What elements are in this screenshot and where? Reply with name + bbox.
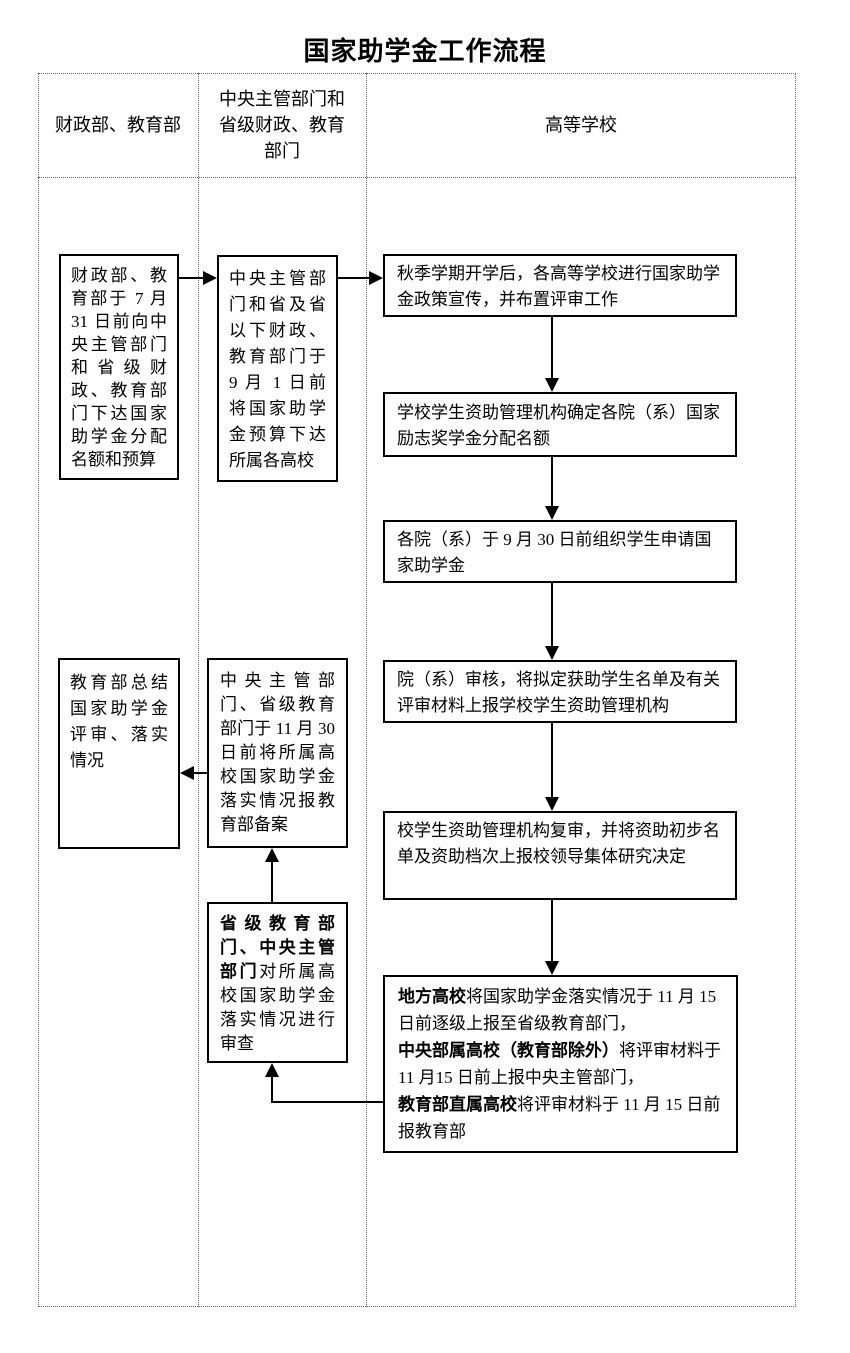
box-central-provincial-budget: 中央主管部门和省及省以下财政、教育部门于 9 月 1 日前将国家助学金预算下达所…: [217, 255, 338, 482]
box-file-with-moe: 中央主管部门、省级教育部门于 11 月 30 日前将所属高校国家助学金落实情况报…: [207, 658, 348, 848]
box-school-recheck: 校学生资助管理机构复审，并将资助初步名单及资助档次上报校领导集体研究决定: [383, 811, 737, 900]
box-policy-publicity: 秋季学期开学后，各高等学校进行国家助学金政策宣传，并布置评审工作: [383, 254, 737, 317]
box-text: 院（系）审核，将拟定获助学生名单及有关评审材料上报学校学生资助管理机构: [397, 670, 720, 715]
box-determine-quota: 学校学生资助管理机构确定各院（系）国家励志奖学金分配名额: [383, 392, 737, 457]
box-paragraph: 教育部直属高校将评审材料于 11 月 15 日前报教育部: [398, 1091, 723, 1145]
box-text-bold: 省级教育部门、中央主管部门: [220, 914, 335, 981]
lane-header-central-provincial: 中央主管部门和省级财政、教育部门: [198, 73, 366, 177]
swimlane-frame: [38, 73, 796, 1307]
lane-header-label: 财政部、教育部: [55, 115, 181, 135]
box-text: 将国家助学金落实情况于 11 月 15 日前逐级上报至省级教育部门，: [398, 987, 717, 1033]
box-student-application: 各院（系）于 9 月 30 日前组织学生申请国家助学金: [383, 520, 737, 583]
box-report-implementation: 地方高校将国家助学金落实情况于 11 月 15 日前逐级上报至省级教育部门， 中…: [383, 975, 738, 1153]
box-text: 秋季学期开学后，各高等学校进行国家助学金政策宣传，并布置评审工作: [397, 264, 720, 309]
box-text-bold: 地方高校: [398, 987, 466, 1006]
lane-divider-1: [198, 73, 199, 1307]
box-review-implementation: 省级教育部门、中央主管部门对所属高校国家助学金落实情况进行审查: [207, 902, 348, 1063]
lane-header-universities: 高等学校: [366, 73, 796, 177]
box-paragraph: 中央部属高校（教育部除外）将评审材料于11 月15 日前上报中央主管部门，: [398, 1037, 723, 1091]
box-moe-summary: 教育部总结国家助学金评审、落实情况: [58, 658, 180, 849]
box-text: 校学生资助管理机构复审，并将资助初步名单及资助档次上报校领导集体研究决定: [397, 821, 720, 866]
header-row-divider: [38, 177, 796, 178]
box-text: 中央主管部门和省及省以下财政、教育部门于 9 月 1 日前将国家助学金预算下达所…: [229, 269, 326, 470]
box-department-review: 院（系）审核，将拟定获助学生名单及有关评审材料上报学校学生资助管理机构: [383, 660, 737, 723]
lane-divider-2: [366, 73, 367, 1307]
box-text: 中央主管部门、省级教育部门于 11 月 30 日前将所属高校国家助学金落实情况报…: [220, 671, 335, 834]
box-text-bold: 中央部属高校（教育部除外）: [398, 1041, 619, 1060]
lane-header-label: 高等学校: [545, 115, 617, 135]
box-text: 将评审材料于 11 月 15 日前报教育部: [398, 1095, 721, 1141]
lane-header-label: 中央主管部门和省级财政、教育部门: [219, 89, 345, 161]
box-text: 将评审材料于11 月15 日前上报中央主管部门，: [398, 1041, 721, 1087]
box-text-bold: 教育部直属高校: [398, 1095, 517, 1114]
box-mof-moe-issue-quota: 财政部、教育部于 7 月 31 日前向中央主管部门和省级财政、教育部门下达国家助…: [59, 254, 179, 480]
box-text: 各院（系）于 9 月 30 日前组织学生申请国家助学金: [397, 530, 712, 575]
lane-header-mof-moe: 财政部、教育部: [38, 73, 198, 177]
box-text: 学校学生资助管理机构确定各院（系）国家励志奖学金分配名额: [397, 403, 720, 448]
box-text: 财政部、教育部于 7 月 31 日前向中央主管部门和省级财政、教育部门下达国家助…: [71, 266, 167, 469]
page-title: 国家助学金工作流程: [303, 36, 547, 66]
box-paragraph: 地方高校将国家助学金落实情况于 11 月 15 日前逐级上报至省级教育部门，: [398, 983, 723, 1037]
box-text: 对所属高校国家助学金落实情况进行审查: [220, 962, 336, 1053]
box-text: 教育部总结国家助学金评审、落实情况: [70, 673, 168, 770]
